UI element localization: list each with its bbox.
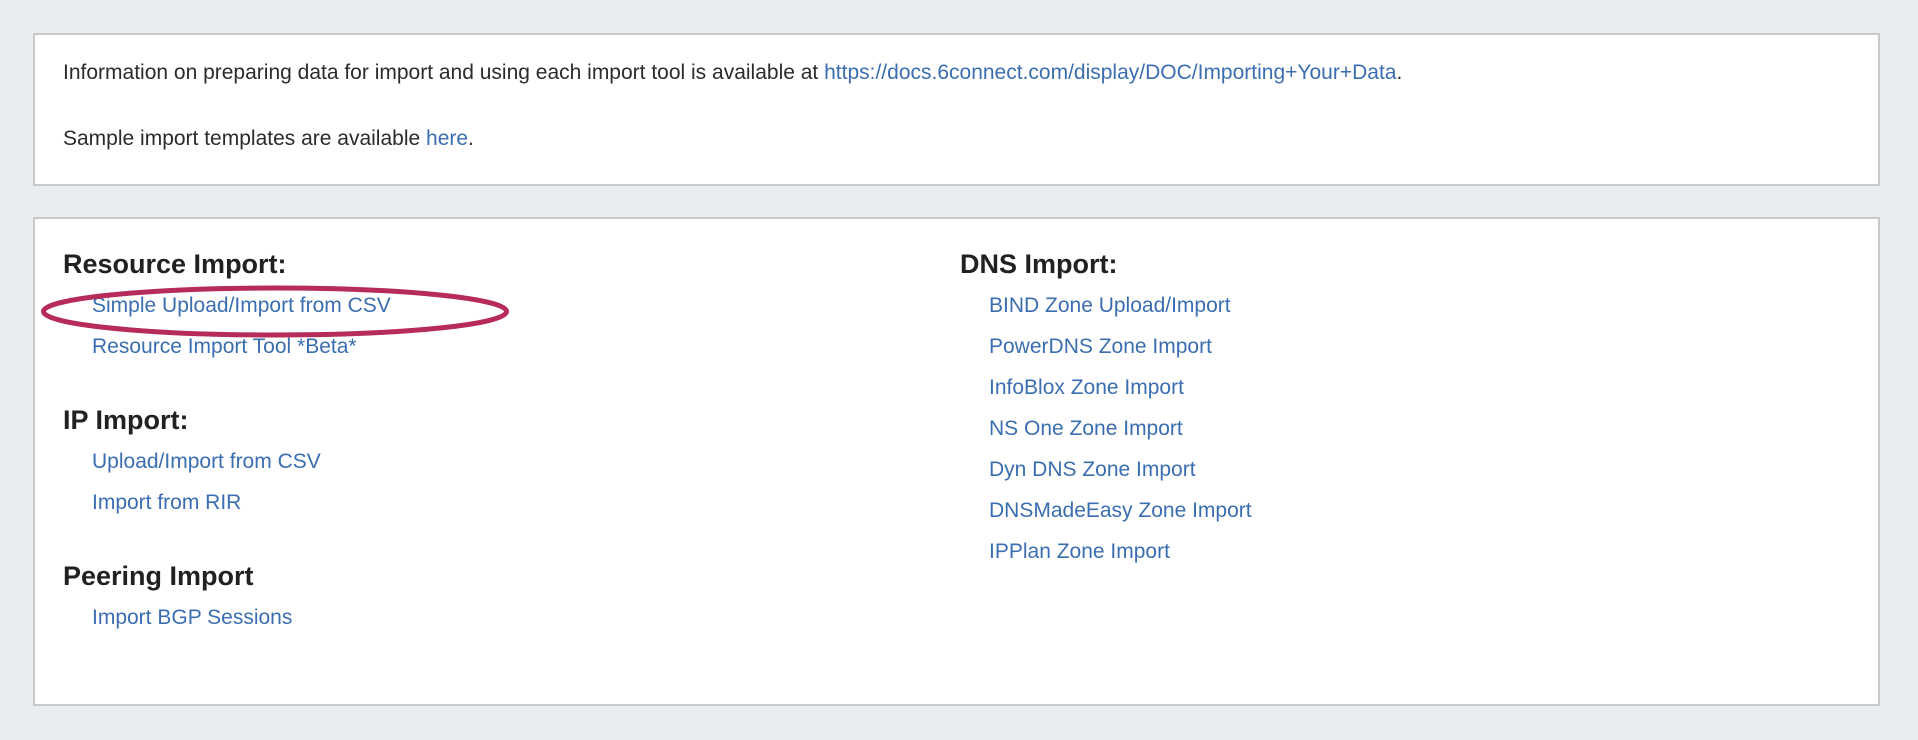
ns-one-zone-import-link[interactable]: NS One Zone Import — [989, 417, 1183, 440]
link-item: Dyn DNS Zone Import — [989, 449, 1878, 490]
import-right-column: DNS Import: BIND Zone Upload/Import Powe… — [960, 247, 1878, 572]
simple-upload-import-csv-link[interactable]: Simple Upload/Import from CSV — [92, 294, 391, 317]
ip-import-heading: IP Import: — [63, 405, 189, 435]
section-peering-import: Peering Import Import BGP Sessions — [63, 559, 960, 638]
link-item: IPPlan Zone Import — [989, 531, 1878, 572]
import-bgp-sessions-link[interactable]: Import BGP Sessions — [92, 606, 293, 629]
link-item: DNSMadeEasy Zone Import — [989, 490, 1878, 531]
import-left-column: Resource Import: Simple Upload/Import fr… — [35, 247, 960, 638]
info-line-2: Sample import templates are available he… — [63, 123, 1850, 154]
powerdns-zone-import-link[interactable]: PowerDNS Zone Import — [989, 335, 1212, 358]
info-line-2-period: . — [468, 127, 474, 150]
peering-import-heading: Peering Import — [63, 561, 254, 591]
upload-import-csv-link[interactable]: Upload/Import from CSV — [92, 450, 321, 473]
info-line-2-text: Sample import templates are available — [63, 127, 427, 150]
link-item: BIND Zone Upload/Import — [989, 285, 1878, 326]
section-resource-import: Resource Import: Simple Upload/Import fr… — [63, 247, 960, 367]
link-item: Import BGP Sessions — [92, 597, 960, 638]
templates-here-link[interactable]: here — [426, 127, 469, 150]
dnsmadeeasy-zone-import-link[interactable]: DNSMadeEasy Zone Import — [989, 499, 1252, 522]
resource-import-heading: Resource Import: — [63, 249, 287, 279]
dns-import-links: BIND Zone Upload/Import PowerDNS Zone Im… — [960, 285, 1878, 572]
info-line-1-period: . — [1396, 61, 1403, 84]
link-item: Simple Upload/Import from CSV — [92, 285, 960, 326]
resource-import-links: Simple Upload/Import from CSV Resource I… — [63, 285, 960, 367]
link-item: Upload/Import from CSV — [92, 441, 960, 482]
info-panel: Information on preparing data for import… — [33, 33, 1880, 186]
resource-import-tool-beta-link[interactable]: Resource Import Tool *Beta* — [92, 335, 357, 358]
section-ip-import: IP Import: Upload/Import from CSV Import… — [63, 403, 960, 523]
ip-import-links: Upload/Import from CSV Import from RIR — [63, 441, 960, 523]
peering-import-links: Import BGP Sessions — [63, 597, 960, 638]
dns-import-heading: DNS Import: — [960, 249, 1118, 279]
infoblox-zone-import-link[interactable]: InfoBlox Zone Import — [989, 376, 1184, 399]
bind-zone-upload-import-link[interactable]: BIND Zone Upload/Import — [989, 294, 1231, 317]
dyn-dns-zone-import-link[interactable]: Dyn DNS Zone Import — [989, 458, 1196, 481]
docs-import-link[interactable]: https://docs.6connect.com/display/DOC/Im… — [824, 61, 1397, 84]
import-panel: Resource Import: Simple Upload/Import fr… — [33, 217, 1880, 706]
info-line-1-text: Information on preparing data for import… — [63, 61, 825, 84]
import-from-rir-link[interactable]: Import from RIR — [92, 491, 242, 514]
link-item: InfoBlox Zone Import — [989, 367, 1878, 408]
link-item: NS One Zone Import — [989, 408, 1878, 449]
link-item: PowerDNS Zone Import — [989, 326, 1878, 367]
ipplan-zone-import-link[interactable]: IPPlan Zone Import — [989, 540, 1170, 563]
link-item: Resource Import Tool *Beta* — [92, 326, 960, 367]
section-dns-import: DNS Import: BIND Zone Upload/Import Powe… — [960, 247, 1878, 572]
link-item: Import from RIR — [92, 482, 960, 523]
info-line-1: Information on preparing data for import… — [63, 57, 1850, 88]
